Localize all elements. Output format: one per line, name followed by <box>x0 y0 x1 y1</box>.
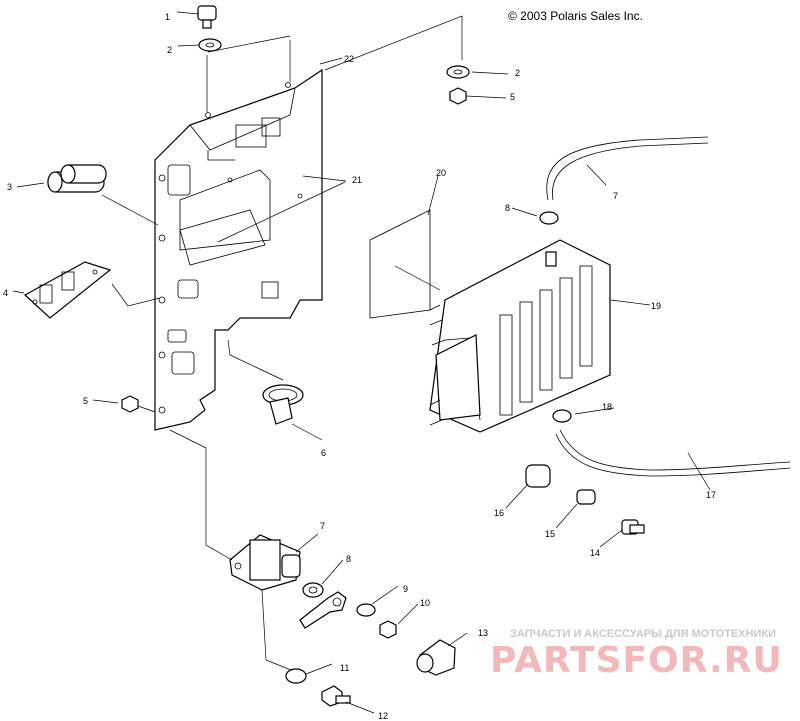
callout-5-left: 5 <box>83 396 88 406</box>
callout-15: 15 <box>545 529 555 539</box>
hose-clip-18 <box>552 409 572 423</box>
callout-18: 18 <box>602 402 612 412</box>
callout-9: 9 <box>403 584 408 594</box>
watermark-tagline: ЗАПЧАСТИ И АКСЕССУАРЫ ДЛЯ МОТОТЕХНИКИ <box>510 628 776 640</box>
callout-1: 1 <box>165 12 170 22</box>
callout-3: 3 <box>7 182 12 192</box>
callout-8-washer: 8 <box>346 554 351 564</box>
solenoid-7 <box>229 534 301 591</box>
washer-8 <box>302 582 324 598</box>
callout-8-clip: 8 <box>505 203 510 213</box>
callout-12: 12 <box>378 711 388 721</box>
callout-16: 16 <box>494 508 504 518</box>
bolt-1 <box>197 5 217 29</box>
callout-5-right: 5 <box>510 92 515 102</box>
watermark-brand: PARTSFOR.RU <box>490 640 783 681</box>
callout-10: 10 <box>420 598 430 608</box>
rectifier-3 <box>47 164 107 193</box>
washer-2-top <box>198 38 222 52</box>
callout-2-top: 2 <box>167 45 172 55</box>
bolt-14 <box>621 519 645 535</box>
bolt-12 <box>321 685 351 707</box>
washer-2-right <box>446 65 470 79</box>
callout-6: 6 <box>321 448 326 458</box>
callout-22: 22 <box>344 54 354 64</box>
nut-5-left <box>121 395 139 413</box>
callout-2-right: 2 <box>515 68 520 78</box>
cdi-box-19 <box>429 239 611 433</box>
callout-14: 14 <box>590 548 600 558</box>
callout-19: 19 <box>651 301 661 311</box>
callout-11: 11 <box>340 663 349 673</box>
copyright-text: © 2003 Polaris Sales Inc. <box>508 9 643 23</box>
callout-4: 4 <box>3 288 8 298</box>
mounting-plate <box>154 68 323 431</box>
spacer-15 <box>576 489 596 505</box>
nut-5-right <box>449 87 467 105</box>
nut-10 <box>379 620 397 639</box>
grommet-16 <box>525 464 551 488</box>
decal-20 <box>369 209 441 319</box>
vent-hose-17 <box>546 136 791 477</box>
callout-21: 21 <box>352 175 362 185</box>
callout-7-solenoid: 7 <box>320 521 325 531</box>
clamp-6 <box>262 384 304 425</box>
relay-block-4 <box>23 261 112 319</box>
callout-7-hose: 7 <box>613 191 618 201</box>
callout-20: 20 <box>436 168 446 178</box>
boot-13 <box>416 639 456 676</box>
callout-13: 13 <box>478 628 488 638</box>
washer-11 <box>285 668 307 684</box>
cable-terminal <box>299 591 347 629</box>
hose-clip-8 <box>539 211 559 225</box>
washer-9 <box>356 603 376 617</box>
callout-17: 17 <box>706 490 716 500</box>
